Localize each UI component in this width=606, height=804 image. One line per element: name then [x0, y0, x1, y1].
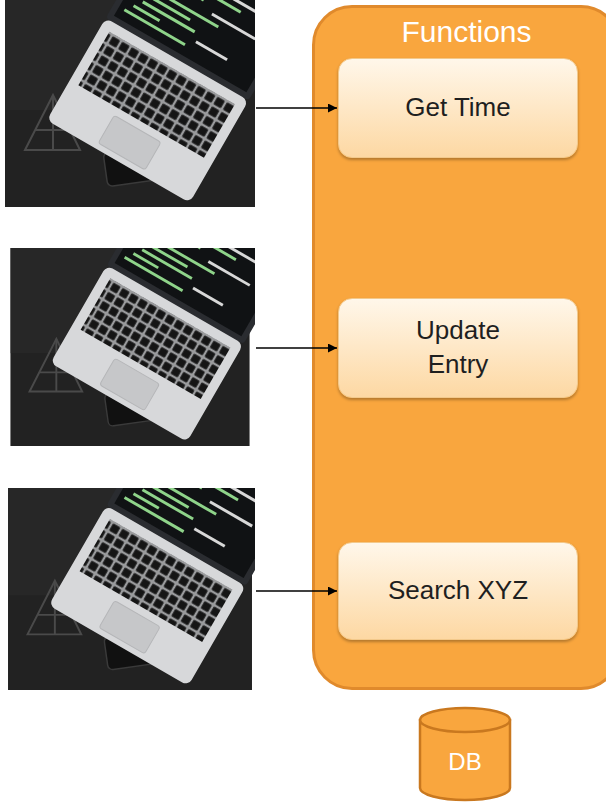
request-arrow: [256, 107, 337, 109]
function-label: Update Entry: [393, 314, 523, 382]
function-box: Update Entry: [338, 298, 578, 398]
function-label: Search XYZ: [388, 574, 528, 608]
functions-panel: FunctionsGet TimeUpdate EntrySearch XYZ: [312, 5, 606, 690]
function-box: Search XYZ: [338, 542, 578, 640]
cylinder-top: [420, 708, 510, 732]
request-arrow: [256, 590, 337, 592]
database-cylinder: DB: [418, 706, 512, 802]
laptop-photo: [10, 172, 297, 446]
panel-title: Functions: [315, 12, 606, 52]
db-label: DB: [448, 748, 481, 776]
function-box: Get Time: [338, 58, 578, 158]
laptop-photo: [5, 0, 305, 207]
function-label: Get Time: [405, 91, 510, 125]
request-arrow: [256, 347, 337, 349]
laptop-photo: [8, 411, 300, 690]
